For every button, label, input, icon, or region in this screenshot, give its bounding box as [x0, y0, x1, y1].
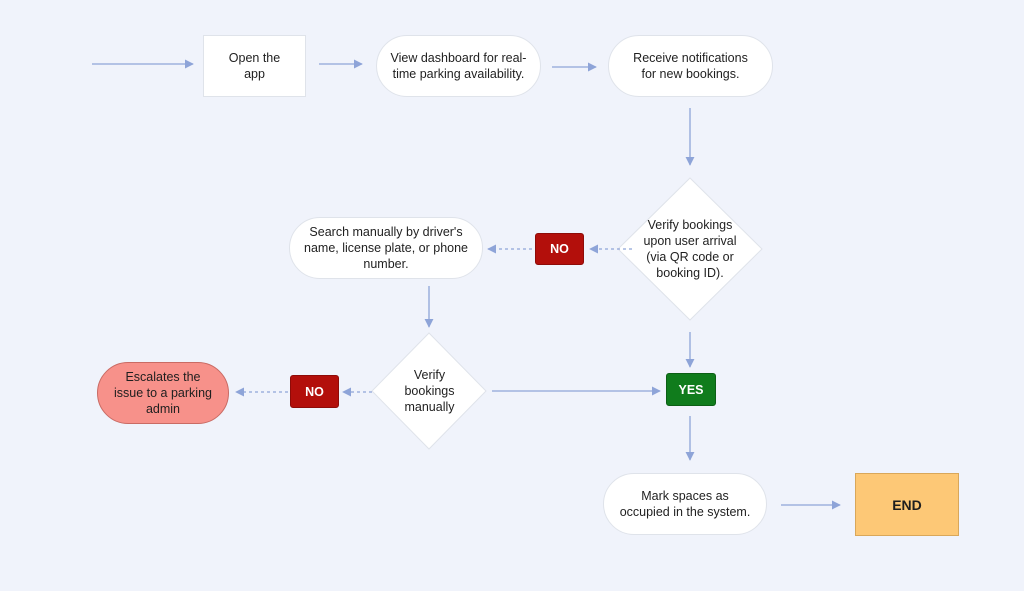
badge-no-arrival: NO — [535, 233, 584, 265]
decision-verify-arrival-label: Verify bookings upon user arrival (via Q… — [643, 218, 737, 280]
node-mark-occupied-text: Mark spaces as occupied in the system. — [619, 489, 751, 519]
decision-diamond-arrival — [617, 177, 763, 321]
node-end: END — [855, 473, 959, 536]
decision-verify-manual-label: Verify bookings manually — [404, 368, 455, 414]
decision-verify-arrival-text: Verify bookings upon user arrival (via Q… — [640, 195, 740, 303]
badge-yes-text: YES — [678, 382, 704, 397]
decision-diamond-manual — [371, 332, 487, 450]
node-search-manually: Search manually by driver's name, licens… — [289, 217, 483, 279]
node-end-text: END — [892, 496, 922, 513]
badge-no-manual: NO — [290, 375, 339, 408]
badge-no-arrival-text: NO — [550, 242, 569, 256]
node-mark-occupied: Mark spaces as occupied in the system. — [603, 473, 767, 535]
node-escalate: Escalates the issue to a parking admin — [97, 362, 229, 424]
node-view-dashboard: View dashboard for real-time parking ava… — [376, 35, 541, 97]
badge-no-manual-text: NO — [305, 384, 324, 399]
node-open-app-text: Open the app — [228, 51, 281, 81]
node-receive-notifications-text: Receive notifications for new bookings. — [633, 51, 748, 81]
decision-verify-manual-text: Verify bookings manually — [392, 360, 467, 422]
node-view-dashboard-text: View dashboard for real-time parking ava… — [390, 51, 527, 81]
badge-yes: YES — [666, 373, 716, 406]
node-receive-notifications: Receive notifications for new bookings. — [608, 35, 773, 97]
node-open-app: Open the app — [203, 35, 306, 97]
node-search-manually-text: Search manually by driver's name, licens… — [304, 225, 468, 271]
node-escalate-text: Escalates the issue to a parking admin — [114, 370, 212, 416]
